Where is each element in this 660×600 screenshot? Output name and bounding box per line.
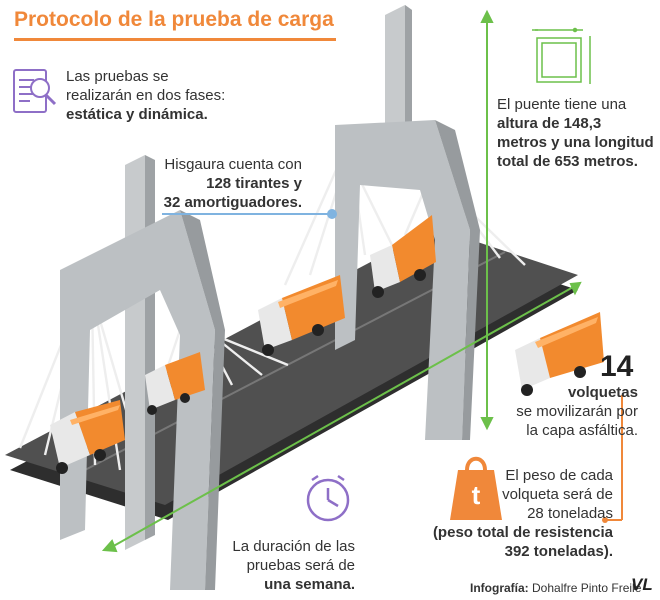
dump-truck-icon — [370, 215, 436, 298]
truck-count: 14 — [600, 350, 634, 383]
dump-truck-icon — [515, 312, 604, 396]
blueprint-icon — [532, 27, 591, 84]
dimensions-text: El puente tiene una altura de 148,3 metr… — [497, 96, 654, 170]
left-pylon — [60, 155, 225, 590]
height-dimension-line — [480, 9, 494, 431]
document-search-icon — [13, 69, 57, 113]
weight-icon-letter: t — [471, 480, 481, 510]
cables-text: Hisgaura cuenta con 128 tirantes y 32 am… — [163, 156, 302, 211]
weight-icon — [450, 456, 502, 520]
phases-text: Las pruebas se realizarán en dos fases: … — [66, 68, 226, 123]
clock-icon — [306, 474, 350, 522]
right-pylon — [335, 5, 480, 440]
duration-text: La duración de las pruebas será de una s… — [232, 538, 355, 593]
page-title: Protocolo de la prueba de carga — [14, 8, 334, 31]
length-dimension-line — [101, 281, 582, 553]
credit: Infografía: Dohalfre Pinto Freile — [470, 581, 642, 595]
weight-text: El peso de cada volqueta será de 28 tone… — [432, 467, 613, 560]
dump-truck-icon — [258, 275, 345, 356]
dump-truck-icon — [145, 352, 205, 415]
logo: VL — [631, 575, 653, 594]
cables-callout-dot — [327, 209, 337, 219]
title-underline — [14, 38, 336, 41]
trucks-text: volquetas se movilizarán por la capa asf… — [516, 384, 638, 439]
dump-truck-icon — [50, 400, 125, 474]
